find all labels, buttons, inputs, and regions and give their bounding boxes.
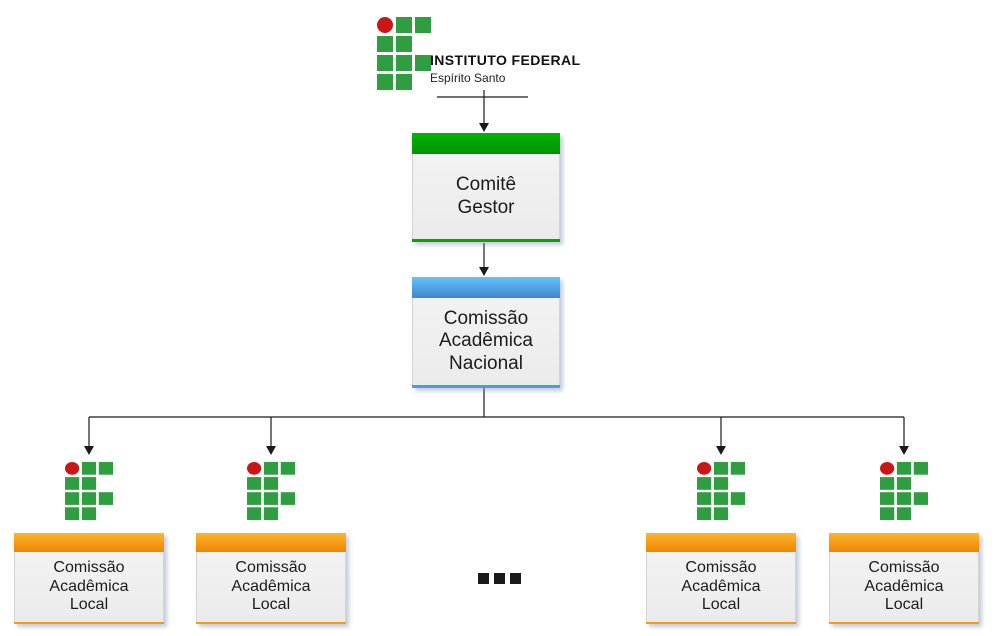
ifes-logo-icon bbox=[697, 462, 745, 520]
arrowhead-to-national bbox=[479, 267, 489, 276]
node-comissao-academica-local-1: Comissão Acadêmica Local bbox=[14, 533, 164, 624]
node-header-green bbox=[412, 133, 560, 154]
node-label: Comissão Acadêmica Local bbox=[196, 552, 346, 622]
ellipsis-dot bbox=[494, 573, 505, 584]
node-header-orange bbox=[14, 533, 164, 552]
ifes-logo-icon bbox=[247, 462, 295, 520]
arrowhead-to-local-3 bbox=[716, 446, 726, 455]
node-accent-orange bbox=[14, 622, 164, 624]
arrowhead-to-local-2 bbox=[266, 446, 276, 455]
node-accent-blue bbox=[412, 385, 560, 388]
arrowhead-to-local-4 bbox=[899, 446, 909, 455]
ellipsis bbox=[478, 573, 521, 584]
node-label: Comissão Acadêmica Local bbox=[14, 552, 164, 622]
ifes-logo-icon bbox=[880, 462, 928, 520]
node-header-orange bbox=[196, 533, 346, 552]
ellipsis-dot bbox=[510, 573, 521, 584]
brand-subtitle: Espírito Santo bbox=[430, 71, 506, 85]
node-comissao-academica-local-3: Comissão Acadêmica Local bbox=[646, 533, 796, 624]
arrowhead-to-local-1 bbox=[84, 446, 94, 455]
node-label: Comissão Acadêmica Nacional bbox=[412, 298, 560, 385]
ifes-wordmark: INSTITUTO FEDERAL Espírito Santo bbox=[430, 52, 580, 85]
node-comissao-academica-local-4: Comissão Acadêmica Local bbox=[829, 533, 979, 624]
node-label: Comitê Gestor bbox=[412, 154, 560, 239]
node-comite-gestor: Comitê Gestor bbox=[412, 133, 560, 242]
node-header-orange bbox=[646, 533, 796, 552]
ellipsis-dot bbox=[478, 573, 489, 584]
node-label: Comissão Acadêmica Local bbox=[829, 552, 979, 622]
brand-title: INSTITUTO FEDERAL bbox=[430, 52, 581, 68]
arrowhead-to-root bbox=[479, 123, 489, 132]
node-header-orange bbox=[829, 533, 979, 552]
ifes-logo-icon bbox=[377, 17, 431, 90]
node-accent-green bbox=[412, 239, 560, 242]
node-accent-orange bbox=[196, 622, 346, 624]
node-comissao-academica-local-2: Comissão Acadêmica Local bbox=[196, 533, 346, 624]
node-accent-orange bbox=[829, 622, 979, 624]
ifes-logo-icon bbox=[65, 462, 113, 520]
node-comissao-academica-nacional: Comissão Acadêmica Nacional bbox=[412, 277, 560, 388]
node-header-blue bbox=[412, 277, 560, 298]
node-accent-orange bbox=[646, 622, 796, 624]
node-label: Comissão Acadêmica Local bbox=[646, 552, 796, 622]
